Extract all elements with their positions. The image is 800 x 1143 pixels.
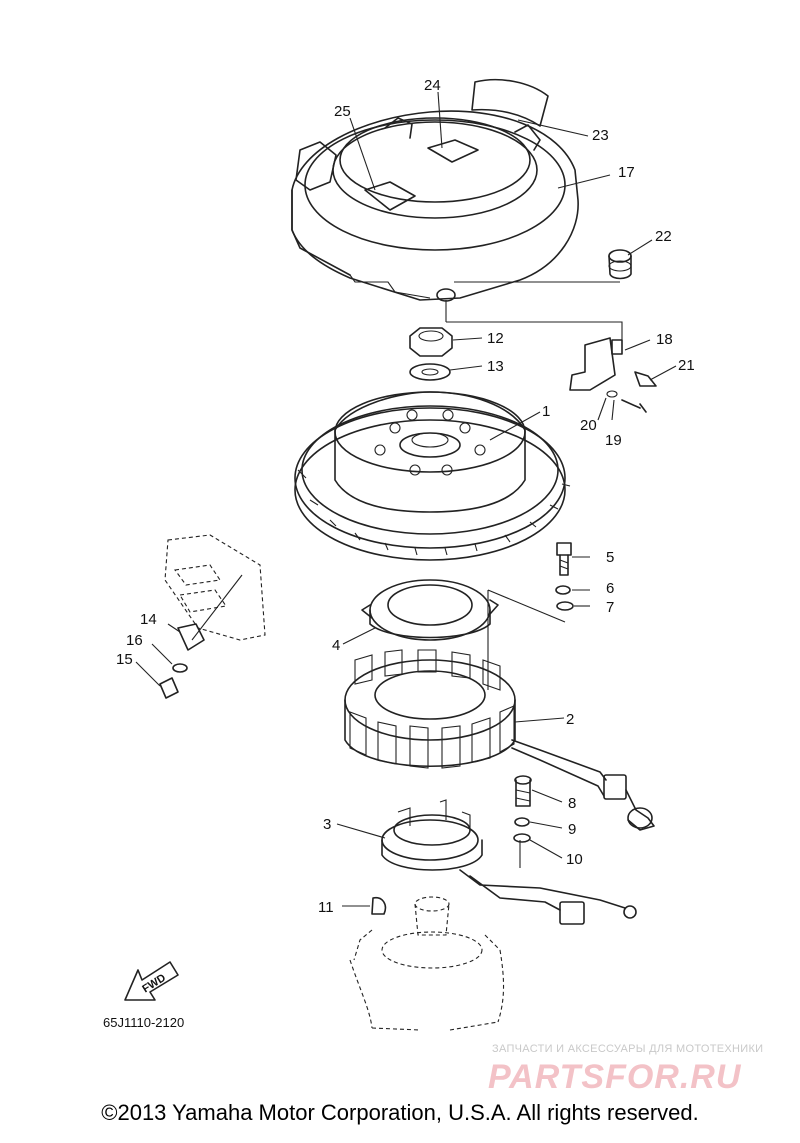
- part-label-1: 1: [542, 403, 550, 420]
- washer-6-drawing: [555, 585, 571, 595]
- grommet-drawing: [608, 249, 632, 280]
- part-label-7: 7: [606, 599, 614, 616]
- part-label-12: 12: [487, 330, 504, 347]
- fwd-arrow-icon: FWD: [124, 961, 179, 1001]
- part-label-22: 22: [655, 228, 672, 245]
- part-label-17: 17: [618, 164, 635, 181]
- part-label-23: 23: [592, 127, 609, 144]
- part-label-11: 11: [318, 899, 334, 916]
- part-label-4: 4: [332, 637, 340, 654]
- woodruff-key-drawing: [371, 896, 387, 915]
- flywheel-drawing: [294, 391, 571, 561]
- bolt-5-drawing: [556, 542, 572, 576]
- part-label-14: 14: [140, 611, 157, 628]
- stator-drawing: [344, 649, 655, 831]
- washer-9-drawing: [514, 817, 530, 827]
- mount-plate-drawing: [159, 534, 266, 699]
- flywheel-nut-drawing: [409, 327, 453, 357]
- washer-drawing: [409, 363, 451, 381]
- washer-7-drawing: [556, 601, 574, 611]
- part-label-25: 25: [334, 103, 351, 120]
- flywheel-cover-drawing: [291, 110, 579, 322]
- diagram-code: 65J1110-2120: [103, 1015, 184, 1030]
- part-label-20: 20: [580, 417, 597, 434]
- part-label-16: 16: [126, 632, 143, 649]
- part-label-24: 24: [424, 77, 441, 94]
- part-label-13: 13: [487, 358, 504, 375]
- part-label-15: 15: [116, 651, 133, 668]
- copyright-notice: ©2013 Yamaha Motor Corporation, U.S.A. A…: [101, 1100, 699, 1125]
- fwd-label: FWD: [140, 972, 168, 995]
- bracket-drawing: [569, 337, 657, 413]
- watermark-logo: PARTSFOR.RU: [488, 1058, 742, 1096]
- watermark-tagline: ЗАПЧАСТИ И АКСЕССУАРЫ ДЛЯ МОТОТЕХНИКИ: [492, 1043, 763, 1055]
- leader-lines: [135, 91, 677, 907]
- part-label-3: 3: [323, 816, 331, 833]
- part-label-9: 9: [568, 821, 576, 838]
- crankshaft-drawing: [349, 896, 505, 1031]
- part-label-5: 5: [606, 549, 614, 566]
- part-label-2: 2: [566, 711, 574, 728]
- part-label-10: 10: [566, 851, 583, 868]
- cover-label-plate-drawing: [471, 78, 549, 127]
- part-label-19: 19: [605, 432, 622, 449]
- washer-10-drawing: [513, 833, 531, 843]
- stator-plate-drawing: [361, 579, 499, 641]
- bolt-8-drawing: [514, 775, 532, 807]
- part-label-21: 21: [678, 357, 695, 374]
- part-label-6: 6: [606, 580, 614, 597]
- part-label-8: 8: [568, 795, 576, 812]
- pulser-coil-drawing: [381, 799, 637, 925]
- part-label-18: 18: [656, 331, 673, 348]
